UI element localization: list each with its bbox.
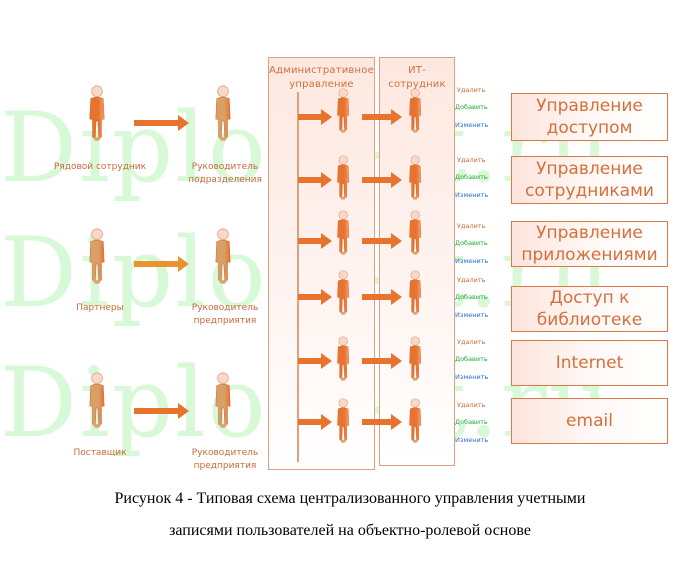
target-role-label-line1: Руководитель	[191, 162, 259, 172]
person-icon	[215, 372, 231, 428]
action-add-label: Добавить	[455, 103, 488, 111]
arrow-right-icon	[362, 414, 402, 430]
action-delete-label: Удалить	[457, 401, 486, 409]
action-edit-label: Изменить	[455, 191, 489, 199]
resource-label-line2: сотрудниками	[525, 181, 654, 201]
action-delete-label: Удалить	[457, 338, 486, 346]
admin-panel-title-line1: Административное	[269, 65, 374, 76]
person-icon	[215, 228, 231, 284]
arrow-right-icon	[362, 289, 402, 305]
action-delete-label: Удалить	[457, 86, 486, 94]
person-icon	[89, 372, 105, 428]
resource-email: email	[511, 398, 668, 444]
arrow-right-icon	[298, 233, 332, 249]
resource-label-line2: библиотеке	[536, 310, 643, 330]
resource-label-line1: Управление	[536, 159, 643, 179]
resource-employee-management: Управление сотрудниками	[511, 156, 668, 204]
arrow-right-icon	[134, 403, 189, 419]
resource-label-line1: Internet	[555, 353, 624, 373]
resource-label-line2: приложениями	[521, 245, 658, 265]
target-role-label-line2: предприятия	[193, 316, 257, 326]
person-icon	[337, 270, 350, 315]
person-icon	[409, 270, 422, 315]
person-icon	[337, 155, 350, 200]
admin-bus-line	[297, 92, 299, 462]
person-icon	[409, 398, 422, 443]
action-add-label: Добавить	[455, 239, 488, 247]
action-delete-label: Удалить	[457, 276, 486, 284]
target-role-label-line1: Руководитель	[191, 448, 259, 458]
resource-internet: Internet	[511, 340, 668, 386]
resource-application-management: Управление приложениями	[511, 221, 668, 267]
action-delete-label: Удалить	[457, 156, 486, 164]
source-role-label: Партнеры	[76, 303, 124, 313]
arrow-right-icon	[298, 353, 332, 369]
resource-label-line1: Управление	[536, 96, 643, 116]
admin-panel: Административное управление	[268, 57, 375, 470]
target-role-label-line2: подразделения	[188, 175, 262, 185]
source-role-label: Рядовой сотрудник	[53, 162, 147, 172]
arrow-right-icon	[362, 109, 402, 125]
it-panel: ИТ-сотрудник	[379, 57, 455, 466]
arrow-right-icon	[298, 172, 332, 188]
person-icon	[409, 210, 422, 255]
person-icon	[337, 336, 350, 381]
arrow-right-icon	[362, 233, 402, 249]
figure-caption-line1: Рисунок 4 - Типовая схема централизованн…	[114, 490, 586, 507]
resource-library-access: Доступ к библиотеке	[511, 286, 668, 332]
target-role-label-line2: предприятия	[193, 461, 257, 471]
action-edit-label: Изменить	[455, 121, 489, 129]
admin-panel-title-line2: управление	[289, 79, 354, 90]
arrow-right-icon	[298, 289, 332, 305]
person-icon	[409, 88, 422, 133]
action-add-label: Добавить	[455, 173, 488, 181]
arrow-right-icon	[298, 414, 332, 430]
target-role-label-line1: Руководитель	[191, 303, 259, 313]
person-icon	[337, 210, 350, 255]
person-icon	[409, 336, 422, 381]
arrow-right-icon	[362, 172, 402, 188]
resource-label-line1: Управление	[536, 223, 643, 243]
arrow-right-icon	[134, 256, 189, 272]
source-role-label: Поставщик	[73, 448, 127, 458]
arrow-right-icon	[134, 115, 189, 131]
person-icon	[89, 228, 105, 284]
arrow-right-icon	[298, 109, 332, 125]
resource-label-line1: Доступ к	[549, 288, 630, 308]
resource-label-line1: email	[566, 411, 613, 431]
admin-panel-title: Административное управление	[269, 64, 374, 92]
resource-label-line2: доступом	[546, 118, 633, 138]
action-edit-label: Изменить	[455, 436, 489, 444]
figure-caption-line2: записями пользователей на объектно-ролев…	[169, 522, 531, 539]
person-icon	[409, 155, 422, 200]
action-delete-label: Удалить	[457, 222, 486, 230]
person-icon	[89, 85, 105, 141]
action-add-label: Добавить	[455, 355, 488, 363]
action-add-label: Добавить	[455, 293, 488, 301]
person-icon	[337, 398, 350, 443]
person-icon	[337, 88, 350, 133]
action-edit-label: Изменить	[455, 257, 489, 265]
resource-access-management: Управление доступом	[511, 93, 668, 141]
action-add-label: Добавить	[455, 418, 488, 426]
it-panel-title: ИТ-сотрудник	[388, 65, 446, 90]
action-edit-label: Изменить	[455, 373, 489, 381]
action-edit-label: Изменить	[455, 311, 489, 319]
person-icon	[215, 85, 231, 141]
arrow-right-icon	[362, 353, 402, 369]
